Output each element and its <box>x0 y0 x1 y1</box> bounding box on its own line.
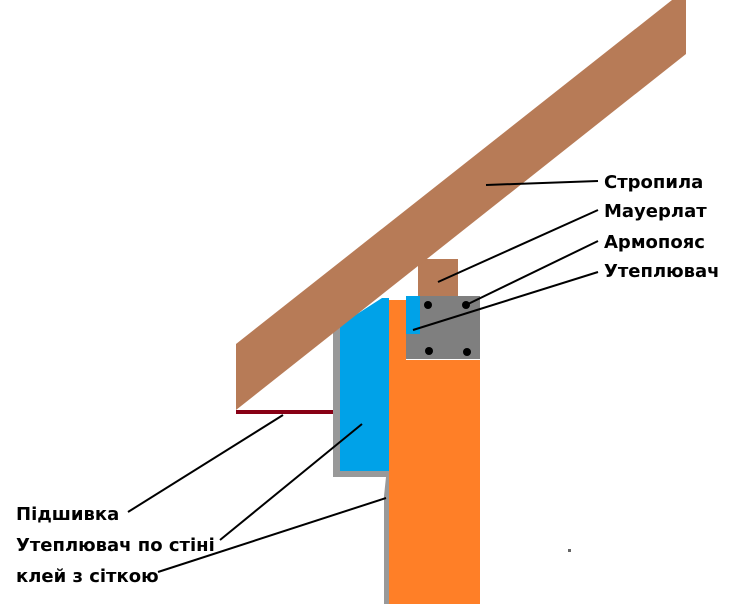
wall <box>389 300 480 604</box>
wall-insulation <box>340 298 389 471</box>
label-rafters: Стропила <box>604 172 703 193</box>
label-armopoyas: Армопояс <box>604 232 705 253</box>
leader-rafters <box>485 180 599 186</box>
rebar <box>424 301 432 309</box>
label-soffit: Підшивка <box>16 504 119 525</box>
stray-dot <box>568 549 571 552</box>
label-wall-insulation: Утеплювач по стіні <box>16 535 215 556</box>
rafter <box>236 0 686 410</box>
rebar <box>425 347 433 355</box>
label-insulation: Утеплювач <box>604 261 720 282</box>
label-adhesive-mesh: клей з сіткою <box>16 566 159 587</box>
rebar <box>463 348 471 356</box>
leader-wall-insulation <box>219 423 363 541</box>
adhesive-mesh-layer <box>333 325 389 604</box>
leader-insulation <box>412 271 599 331</box>
leader-soffit <box>127 414 284 513</box>
armopoyas <box>406 296 480 359</box>
label-mauerlat: Мауерлат <box>604 201 707 222</box>
leader-lines <box>127 180 599 573</box>
leader-armopoyas <box>465 240 599 306</box>
leader-mauerlat <box>437 209 599 283</box>
mauerlat <box>418 259 458 296</box>
leader-adhesive-mesh <box>157 497 387 573</box>
